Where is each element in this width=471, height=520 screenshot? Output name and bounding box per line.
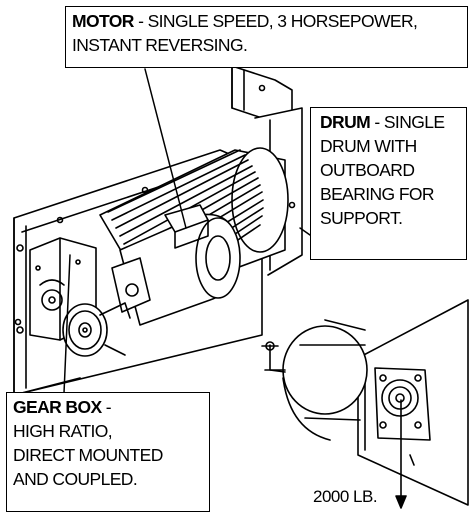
drum-callout-heading: DRUM [320,112,371,132]
detail-view-motor [261,319,368,441]
drum-leader [299,227,311,236]
motor-callout-line2: INSTANT REVERSING. [72,35,248,55]
drum-callout-line3: OUTBOARD [320,160,415,180]
gearbox-leader [63,254,71,394]
motor-callout-separator: - [133,11,148,31]
gearbox-callout-line3: AND COUPLED. [13,469,138,489]
load-label: 2000 LB. [313,487,378,506]
leader-lines [63,68,311,394]
outboard-bearing-plate [231,65,293,154]
gearbox-callout-separator: - [101,397,112,417]
detail-view-bearing [374,367,431,466]
drum-callout: DRUM - SINGLE DRUM WITH OUTBOARD BEARING… [310,107,467,260]
gearbox-callout-line1: HIGH RATIO, [13,421,113,441]
brake-pulley [62,302,131,357]
junction-box [111,257,151,313]
drum-callout-line2: DRUM WITH [320,136,417,156]
motor-callout: MOTOR - SINGLE SPEED, 3 HORSEPOWER, INST… [65,6,468,68]
gearbox-callout-heading: GEAR BOX [13,397,102,417]
drum-callout-line4: BEARING FOR [320,184,435,204]
gearbox-callout: GEAR BOX - HIGH RATIO, DIRECT MOUNTED AN… [6,392,210,512]
drum-callout-line5: SUPPORT. [320,208,403,228]
drum-callout-line1: SINGLE [383,112,445,132]
gearbox-callout-line2: DIRECT MOUNTED [13,445,163,465]
motor-leader [144,68,187,229]
motor-callout-heading: MOTOR [72,11,134,31]
motor-callout-line1: SINGLE SPEED, 3 HORSEPOWER, [147,11,418,31]
load-arrow [395,399,407,509]
drum-callout-separator: - [370,112,384,132]
